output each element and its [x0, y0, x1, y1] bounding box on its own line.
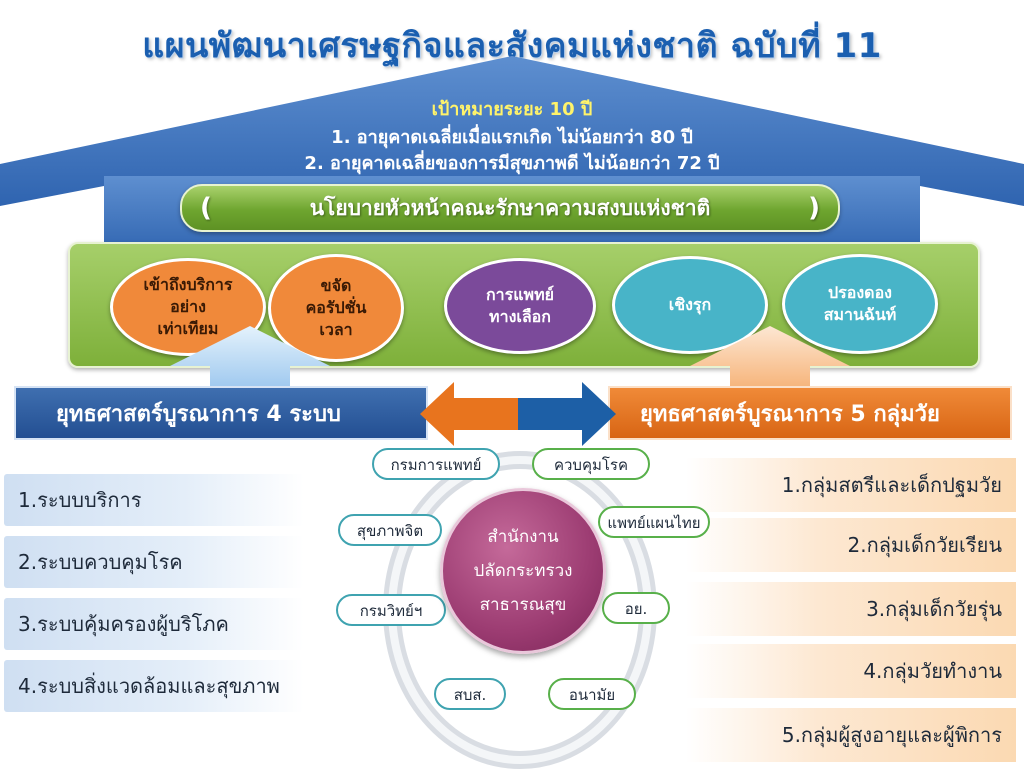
pillar-text: ทางเลือก	[489, 307, 551, 326]
pillar-text: การแพทย์	[485, 285, 555, 304]
goal-line-2: 2. อายุคาดเฉลี่ยของการมีสุขภาพดี ไม่น้อย…	[304, 153, 720, 174]
double-arrow-icon	[420, 382, 616, 446]
strategy-4-systems-bar: ยุทธศาสตร์บูรณาการ 4 ระบบ	[14, 386, 428, 440]
dept-medical-sciences: กรมวิทย์ฯ	[336, 594, 446, 626]
dept-disease-control: ควบคุมโรค	[532, 448, 650, 480]
pillar-text: อย่าง	[170, 297, 206, 316]
age-group-working-age: 4.กลุ่มวัยทำงาน	[686, 644, 1016, 698]
dept-fda: อย.	[602, 592, 670, 624]
pillar-text: สมานฉันท์	[823, 305, 897, 324]
banner-right-bracket-icon: )	[808, 193, 820, 223]
dept-health: อนามัย	[548, 678, 636, 710]
up-arrow-left-icon	[170, 326, 330, 388]
age-group-elderly-disabled: 5.กลุ่มผู้สูงอายุและผู้พิการ	[686, 708, 1016, 762]
goals-heading: เป้าหมายระยะ 10 ปี	[431, 99, 593, 120]
pillar-equal-access: เข้าถึงบริการอย่างเท่าเทียม	[110, 258, 266, 356]
pillar-reconciliation: ปรองดองสมานฉันท์	[782, 254, 938, 354]
dept-thai-traditional-medicine: แพทย์แผนไทย	[598, 506, 710, 538]
pillar-proactive: เชิงรุก	[612, 256, 768, 354]
system-item-service: 1.ระบบบริการ	[4, 474, 304, 526]
pillar-text: เข้าถึงบริการ	[143, 275, 233, 294]
policy-label: นโยบายหัวหน้าคณะรักษาความสงบแห่งชาติ	[309, 196, 711, 220]
hub-line-2: ปลัดกระทรวง	[473, 561, 573, 581]
pillar-text: เชิงรุก	[668, 295, 712, 314]
age-group-adolescent: 3.กลุ่มเด็กวัยรุ่น	[686, 582, 1016, 636]
up-arrow-right-icon	[690, 326, 850, 388]
dept-health-service-support: สบส.	[434, 678, 506, 710]
goal-line-1: 1. อายุคาดเฉลี่ยเมื่อแรกเกิด ไม่น้อยกว่า…	[331, 127, 693, 148]
pillar-text: คอรัปชั่น	[305, 298, 367, 317]
dept-mental-health: สุขภาพจิต	[338, 514, 442, 546]
pillar-text: ปรองดอง	[828, 283, 892, 302]
pillar-text: ขจัด	[320, 276, 352, 295]
hub-line-3: สาธารณสุข	[479, 595, 567, 615]
pillar-anti-corruption: ขจัดคอรัปชั่นเวลา	[268, 254, 404, 362]
system-item-consumer-protection: 3.ระบบคุ้มครองผู้บริโภค	[4, 598, 304, 650]
policy-platform: เข้าถึงบริการอย่างเท่าเทียม ขจัดคอรัปชั่…	[68, 242, 980, 368]
banner-left-bracket-icon: (	[200, 193, 212, 223]
policy-banner: ( นโยบายหัวหน้าคณะรักษาความสงบแห่งชาติ )	[180, 184, 840, 232]
age-group-women-early-childhood: 1.กลุ่มสตรีและเด็กปฐมวัย	[686, 458, 1016, 512]
pillar-text: เวลา	[319, 320, 353, 339]
dept-medical-services: กรมการแพทย์	[372, 448, 500, 480]
hub-line-1: สำนักงาน	[487, 527, 559, 547]
ministry-hub: สำนักงาน ปลัดกระทรวง สาธารณสุข	[440, 488, 606, 654]
pillar-text: เท่าเทียม	[157, 319, 219, 338]
system-item-environment-health: 4.ระบบสิ่งแวดล้อมและสุขภาพ	[4, 660, 304, 712]
goals-block: เป้าหมายระยะ 10 ปี 1. อายุคาดเฉลี่ยเมื่อ…	[0, 94, 1024, 177]
age-group-school-age: 2.กลุ่มเด็กวัยเรียน	[686, 518, 1016, 572]
strategy-5-age-groups-bar: ยุทธศาสตร์บูรณาการ 5 กลุ่มวัย	[608, 386, 1012, 440]
system-item-disease-control: 2.ระบบควบคุมโรค	[4, 536, 304, 588]
pillar-alternative-medicine: การแพทย์ทางเลือก	[444, 258, 596, 354]
